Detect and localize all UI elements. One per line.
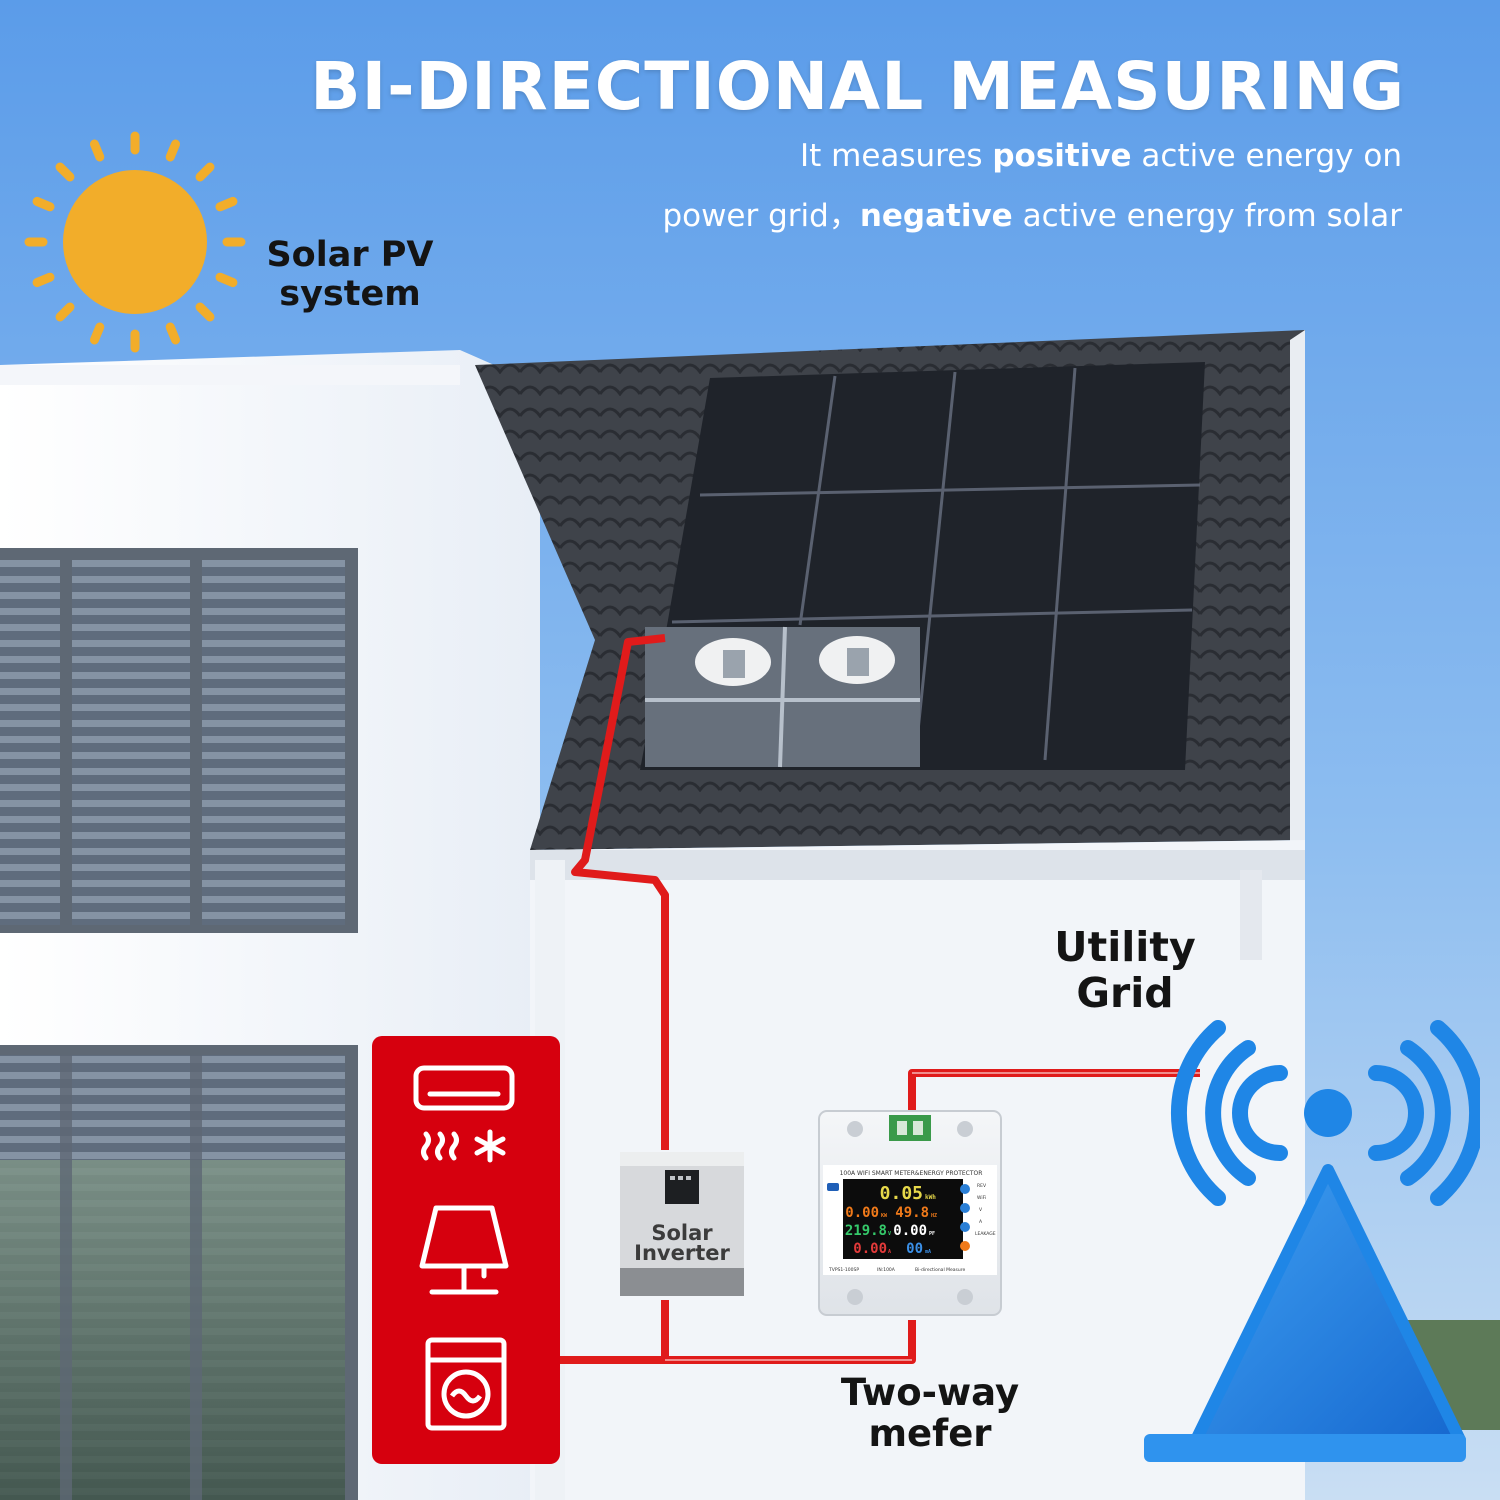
meter-pf-value: 0.00 xyxy=(893,1223,927,1239)
subtitle-line-2: power grid，negative active energy from s… xyxy=(502,190,1402,235)
meter-leakage-unit: mA xyxy=(925,1249,931,1255)
meter-energy-value: 0.05 xyxy=(880,1183,923,1204)
meter-ok-button[interactable] xyxy=(960,1241,970,1251)
cell-tower-icon xyxy=(1144,1020,1480,1462)
meter-leakage-value: 00 xyxy=(906,1241,923,1257)
sun-ray xyxy=(32,272,55,288)
washing-machine-icon xyxy=(425,1337,507,1431)
subtitle-line-2-post: active energy from solar xyxy=(1012,198,1402,234)
meter-indicator-wifi: WiFi xyxy=(977,1195,986,1201)
two-way-meter-label: Two-way mefer xyxy=(805,1372,1055,1455)
meter-frequency-unit: HZ xyxy=(931,1213,937,1219)
solar-panel-array xyxy=(640,362,1205,770)
meter-pf-unit: PF xyxy=(929,1231,935,1237)
subtitle-positive: positive xyxy=(992,138,1132,174)
utility-grid-label-line1: Utility xyxy=(1054,923,1196,971)
meter-set-button[interactable] xyxy=(960,1184,970,1194)
page-title: BI-DIRECTIONAL MEASURING xyxy=(310,48,1405,125)
subtitle-line-1: It measures positive active energy on xyxy=(502,138,1402,174)
meter-current-value: 0.00 xyxy=(853,1241,887,1257)
meter-power-unit: KW xyxy=(881,1213,888,1219)
sun-ray xyxy=(195,302,215,322)
sun-ray xyxy=(165,139,181,162)
meter-indicator-rev: REV xyxy=(977,1183,987,1189)
solar-pv-label: Solar PV system xyxy=(255,235,445,315)
utility-grid-label-line2: Grid xyxy=(1076,968,1174,1017)
two-way-meter: 100A WIFI SMART METER&ENERGY PROTECTOR 0… xyxy=(818,1110,1002,1316)
solar-pv-label-line1: Solar PV xyxy=(266,235,434,275)
utility-grid-label: Utility Grid xyxy=(1030,923,1220,1017)
meter-power-value: 0.00 xyxy=(845,1205,879,1221)
solar-inverter: Solar Inverter xyxy=(620,1152,744,1296)
appliance-panel xyxy=(372,1036,560,1464)
sun-icon xyxy=(24,131,246,353)
sun-ray xyxy=(55,302,75,322)
sun-ray xyxy=(215,196,238,212)
meter-frequency-value: 49.8 xyxy=(895,1205,929,1221)
subtitle-line-2-pre: power grid， xyxy=(662,198,860,234)
sun-ray xyxy=(195,162,215,182)
two-way-meter-label-line2: mefer xyxy=(868,1412,992,1456)
subtitle-line-1-pre: It measures xyxy=(799,138,993,174)
subtitle-negative: negative xyxy=(859,198,1013,234)
inverter-label-line1: Solar xyxy=(651,1221,713,1245)
meter-voltage-unit: V xyxy=(888,1231,891,1237)
sun-ray xyxy=(89,139,105,162)
inverter-label-line2: Inverter xyxy=(634,1241,730,1265)
meter-indicator-a: A xyxy=(979,1219,983,1225)
two-way-meter-label-line1: Two-way xyxy=(840,1371,1020,1414)
lamp-icon xyxy=(419,1205,509,1295)
meter-down-button[interactable] xyxy=(960,1222,970,1232)
sun-ray xyxy=(215,272,238,288)
meter-current-unit: A xyxy=(888,1249,891,1255)
meter-energy-unit: kWh xyxy=(925,1194,936,1201)
solar-pv-label-line2: system xyxy=(279,274,421,315)
sun-ray xyxy=(55,162,75,182)
meter-up-button[interactable] xyxy=(960,1203,970,1213)
meter-voltage-value: 219.8 xyxy=(845,1223,887,1239)
air-conditioner-icon xyxy=(413,1065,515,1163)
meter-indicator-v: V xyxy=(979,1207,983,1213)
meter-indicator-leakage: LEAKAGE xyxy=(975,1231,996,1237)
meter-rating: IN:100A xyxy=(877,1267,896,1273)
meter-top-text: 100A WIFI SMART METER&ENERGY PROTECTOR xyxy=(840,1170,983,1177)
sun-ray xyxy=(89,322,105,345)
sun-ray xyxy=(165,322,181,345)
meter-mode: Bi-directional Measure xyxy=(915,1267,965,1273)
meter-model: TVPS1-100SP xyxy=(828,1267,859,1273)
sun-ray xyxy=(32,196,55,212)
subtitle-line-1-post: active energy on xyxy=(1131,138,1402,174)
